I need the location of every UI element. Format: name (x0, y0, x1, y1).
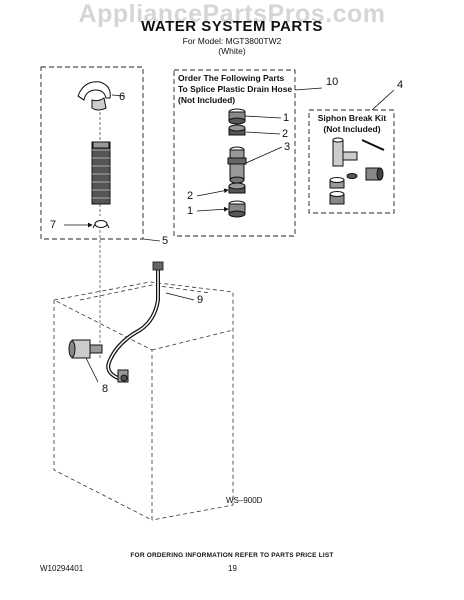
hose-clamp-part (77, 81, 111, 111)
diagram-code: WS–900D (226, 496, 263, 505)
splice-kit-label-line1: Order The Following Parts (178, 73, 285, 83)
ordering-notice: FOR ORDERING INFORMATION REFER TO PARTS … (130, 552, 334, 559)
callout-4: 4 (397, 79, 404, 91)
callout-1-top: 1 (283, 112, 290, 124)
model-color: (White) (218, 46, 246, 56)
washer-cabinet-outline (53, 281, 234, 521)
siphon-kit-label-line2: (Not Included) (323, 124, 381, 134)
splice-kit-box (173, 69, 296, 237)
siphon-kit-label-line1: Siphon Break Kit (317, 113, 387, 123)
hose-clip-part (92, 220, 110, 229)
watermark: AppliancePartsPros.com (78, 0, 386, 28)
model-number: For Model: MGT3800TW2 (182, 36, 282, 46)
siphon-break-parts (329, 137, 385, 205)
callout-3: 3 (284, 141, 291, 153)
callout-6: 6 (119, 91, 126, 103)
splice-kit-label: Order The Following Parts To Splice Plas… (178, 73, 292, 106)
callout-8: 8 (102, 383, 109, 395)
siphon-kit-box (308, 109, 395, 214)
page-number: 19 (228, 564, 237, 573)
water-valve-part (68, 339, 129, 383)
splice-kit-label-line3: (Not Included) (178, 95, 236, 105)
callout-5: 5 (162, 235, 169, 247)
hose-kit-box (40, 66, 144, 240)
callout-10: 10 (326, 76, 339, 88)
callout-2-top: 2 (282, 128, 289, 140)
splice-kit-label-line2: To Splice Plastic Drain Hose (178, 84, 293, 94)
callout-2-bottom: 2 (187, 190, 194, 202)
callout-1-bottom: 1 (187, 205, 194, 217)
page-title: WATER SYSTEM PARTS (141, 18, 323, 35)
drain-hose-section (91, 141, 111, 205)
splice-connector-parts (227, 108, 247, 218)
document-number: W10294401 (40, 564, 84, 573)
siphon-kit-label: Siphon Break Kit (Not Included) (311, 113, 393, 135)
callout-7: 7 (50, 219, 57, 231)
callout-9: 9 (197, 294, 204, 306)
inlet-hose-part (106, 261, 164, 380)
